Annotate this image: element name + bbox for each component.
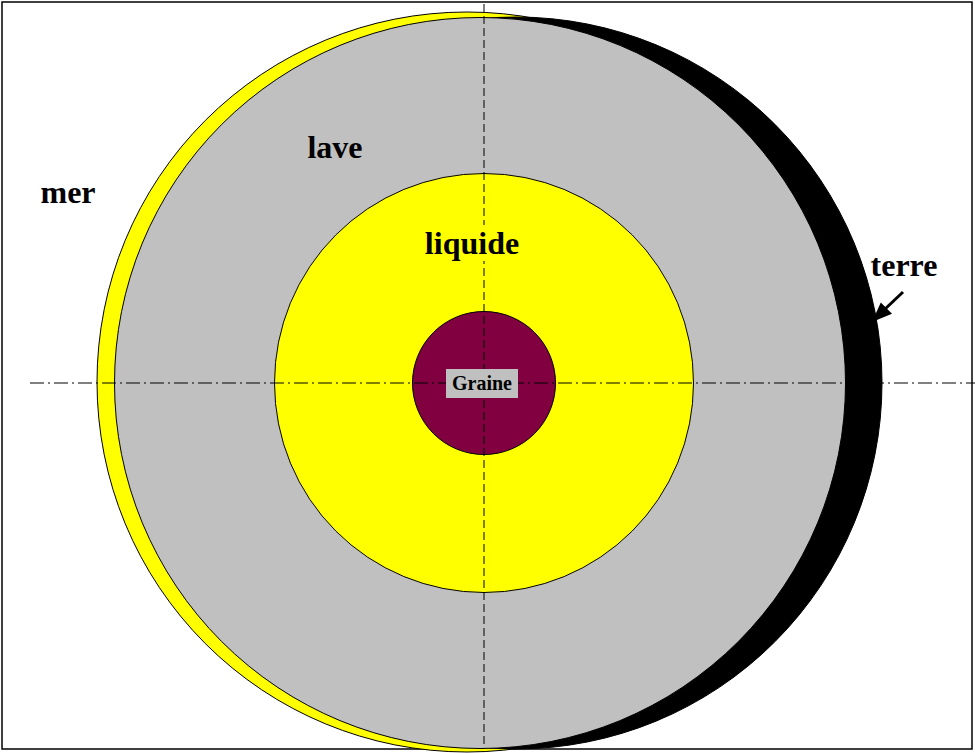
layer-label: liquide <box>422 225 522 262</box>
land-label: terre <box>871 247 938 284</box>
layer-label: lave <box>307 129 362 166</box>
vertical-axis <box>484 4 485 749</box>
leader-line <box>884 292 903 310</box>
horizontal-axis <box>30 383 975 384</box>
sea-label: mer <box>40 174 95 211</box>
label-holder: mer <box>0 0 55 37</box>
label-holder: terre <box>0 0 67 37</box>
arrow-head <box>872 302 892 322</box>
